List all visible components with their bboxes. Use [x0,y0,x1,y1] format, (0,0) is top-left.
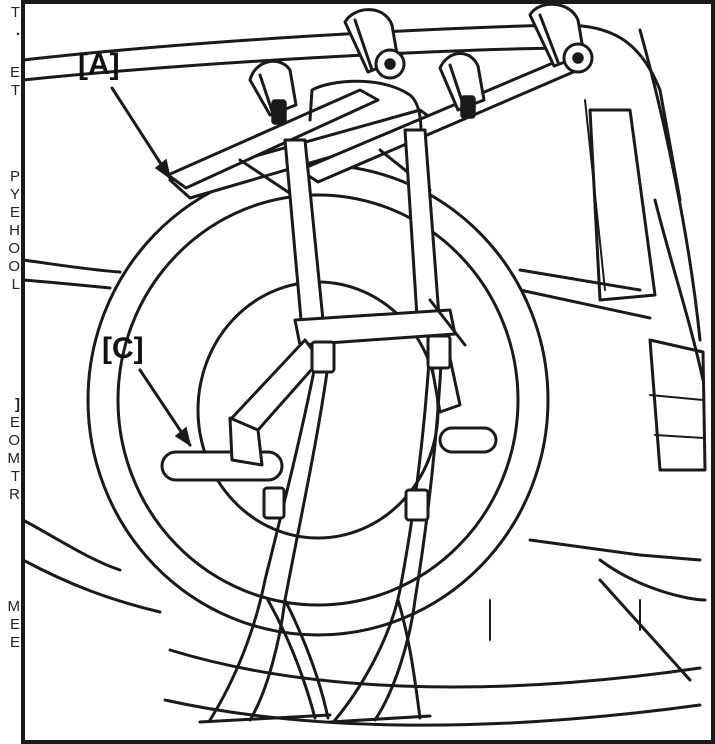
margin-char: . [15,22,20,39]
margin-char: E [9,414,20,431]
lower-straps [198,334,452,724]
margin-char: E [9,204,20,221]
callout-a-arrowhead [154,158,172,180]
callout-c-arrowhead [174,426,192,447]
callout-a-leader [110,86,172,180]
margin-char: M [7,450,21,467]
margin-char: L [11,276,20,293]
margin-char: O [8,432,20,449]
margin-char: H [9,222,20,239]
cradle-1 [248,59,298,125]
support-arms [160,333,498,482]
margin-char: P [9,168,20,185]
cradle-4 [528,2,594,74]
callout-c-label: [C] [102,332,144,365]
margin-char: E [9,64,20,81]
margin-char: E [9,616,20,633]
rack-legs [283,128,467,347]
callout-a-label: [A] [78,48,120,81]
margin-char: O [8,240,20,257]
vehicle-body [21,23,707,727]
spare-tire [86,163,550,637]
margin-char: T [10,4,20,21]
bike-cradles [248,2,594,125]
cradle-2 [343,8,406,80]
margin-fragment-block2: P Y E H O O L [0,168,20,294]
margin-fragment-block4: M E E [0,598,21,652]
margin-fragment-top: T . [0,4,20,40]
cradle-3 [438,52,486,119]
margin-fragment-block3: ] E O M T R [0,396,21,504]
margin-char: ] [15,396,20,413]
margin-char: T [10,82,20,99]
margin-char: T [10,468,20,485]
margin-fragment-block1: E T [0,64,20,100]
margin-char: M [7,598,21,615]
margin-char: O [8,258,20,275]
margin-char: R [9,486,20,503]
margin-char: E [9,634,20,651]
margin-char: Y [9,186,20,203]
